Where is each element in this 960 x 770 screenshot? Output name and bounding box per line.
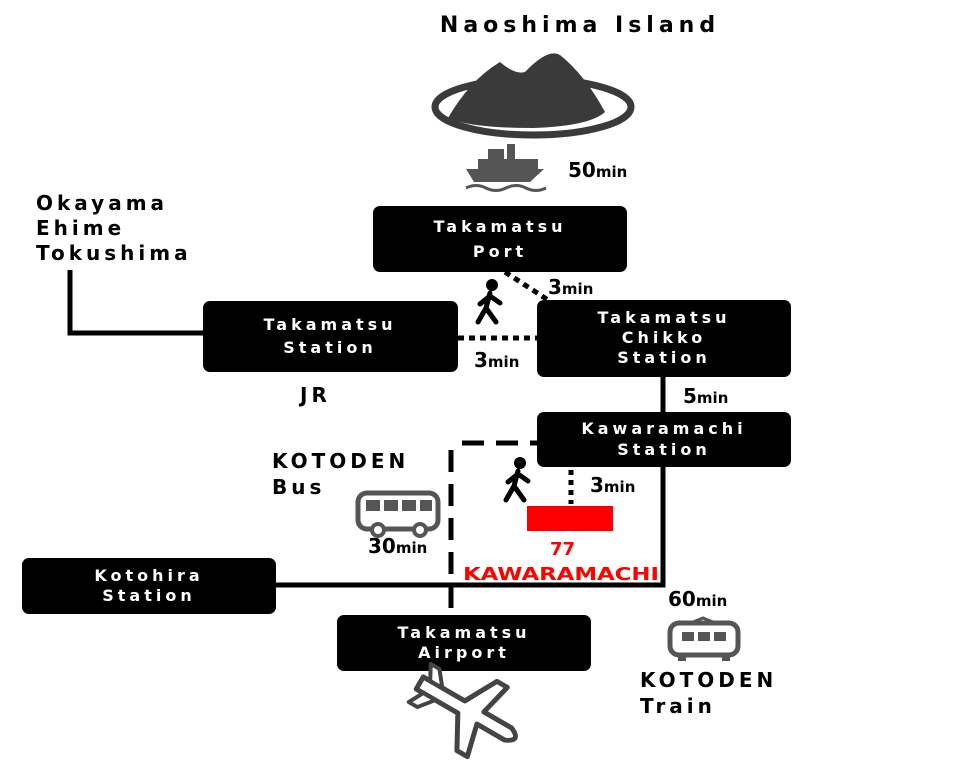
bus-icon: [355, 490, 441, 538]
takamatsu-port-box: Takamatsu Port: [373, 206, 627, 272]
takamatsu-port-label-2: Port: [473, 242, 527, 261]
destination-tokushima: Tokushima: [36, 241, 192, 265]
island-icon: [431, 53, 635, 139]
train-icon: [667, 616, 741, 661]
kotohira-label-1: Kotohira: [94, 566, 203, 585]
ferry-icon: [465, 144, 547, 192]
kotohira-box: Kotohira Station: [22, 558, 276, 614]
bus-time: 30min: [368, 534, 427, 558]
bus-stop-marker: [527, 506, 613, 531]
jr-label: JR: [298, 383, 331, 407]
walk-time-port-chikko: 3min: [548, 275, 593, 299]
kotoden-bus-label-2: Bus: [272, 475, 325, 499]
airplane-icon: [406, 661, 518, 760]
kawaramachi-label-1: Kawaramachi: [581, 419, 746, 438]
chikko-label-3: Station: [617, 348, 710, 367]
takamatsu-station-label-1: Takamatsu: [263, 315, 396, 334]
takamatsu-station-box: Takamatsu Station: [203, 301, 458, 372]
walk-time-kawaramachi-busstop: 3min: [590, 473, 635, 497]
chikko-label-2: Chikko: [622, 328, 706, 347]
takamatsu-station-label-2: Station: [283, 338, 376, 357]
destination-okayama: Okayama: [36, 191, 168, 215]
walk-time-station-chikko: 3min: [474, 348, 519, 372]
island-title: Naoshima Island: [440, 13, 720, 38]
takamatsu-port-label-1: Takamatsu: [433, 217, 566, 236]
kotoden-train-label-1: KOTODEN: [640, 668, 777, 692]
walker-icon: [475, 279, 503, 325]
walker-icon: [503, 457, 531, 503]
bus-stop-name: KAWARAMACHI: [463, 564, 659, 585]
jr-line: [67, 270, 205, 336]
takamatsu-chikko-box: Takamatsu Chikko Station: [537, 300, 791, 377]
destination-ehime: Ehime: [36, 216, 125, 240]
ferry-time: 50min: [568, 158, 627, 182]
bus-stop-number: 77: [550, 539, 575, 560]
kawaramachi-label-2: Station: [617, 440, 710, 459]
kotoden-train-label-2: Train: [640, 694, 716, 718]
train-time-chikko-kawaramachi: 5min: [683, 384, 728, 408]
train-time-kotohira: 60min: [668, 587, 727, 611]
airport-label-1: Takamatsu: [397, 623, 530, 642]
airport-label-2: Airport: [418, 643, 510, 662]
walk-path-port-chikko: [503, 269, 550, 303]
takamatsu-airport-box: Takamatsu Airport: [337, 615, 591, 671]
kotohira-label-2: Station: [102, 586, 195, 605]
kawaramachi-box: Kawaramachi Station: [537, 412, 791, 467]
chikko-label-1: Takamatsu: [597, 308, 730, 327]
kotoden-bus-label-1: KOTODEN: [272, 449, 409, 473]
